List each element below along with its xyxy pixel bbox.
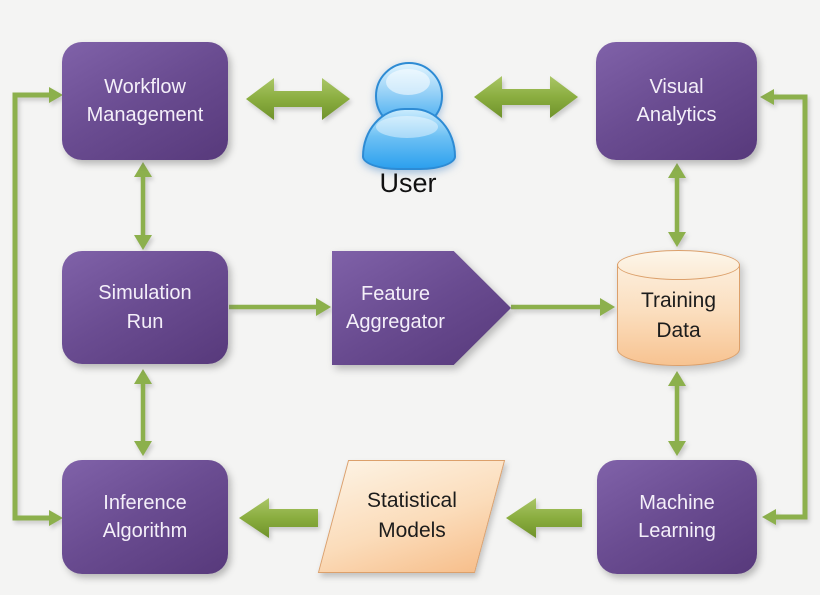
user-icon bbox=[360, 58, 456, 170]
connector-feature-aggregator-training-data bbox=[511, 298, 615, 316]
node-simulation-run: Simulation Run bbox=[62, 251, 228, 364]
node-visual-analytics-label: Visual Analytics bbox=[636, 75, 717, 126]
node-simulation-run-label: Simulation Run bbox=[98, 282, 192, 333]
cylinder-body bbox=[617, 264, 740, 366]
node-training-data: Training Data bbox=[617, 250, 740, 367]
connector-visual-analytics-training-data bbox=[668, 163, 686, 247]
user-icon-body bbox=[362, 108, 456, 170]
node-training-data-label: Training Data bbox=[640, 288, 717, 342]
node-feature-aggregator: Feature Aggregator bbox=[332, 251, 511, 365]
node-machine-learning: Machine Learning bbox=[597, 460, 757, 574]
connector-workflow-user bbox=[246, 78, 350, 120]
node-statistical-models-label: Statistical Models bbox=[366, 489, 457, 543]
pentagon-arrow-shape: Feature Aggregator bbox=[332, 251, 511, 365]
connector-simulation-feature-aggregator bbox=[229, 298, 331, 316]
node-visual-analytics: Visual Analytics bbox=[596, 42, 757, 160]
node-machine-learning-label: Machine Learning bbox=[638, 491, 716, 542]
connector-statistical-models-inference bbox=[239, 498, 318, 538]
node-inference-algorithm-label: Inference Algorithm bbox=[102, 491, 188, 542]
node-workflow-management-label: Workflow Management bbox=[86, 75, 204, 126]
node-inference-algorithm: Inference Algorithm bbox=[62, 460, 228, 574]
node-workflow-management: Workflow Management bbox=[62, 42, 228, 160]
node-feature-aggregator-label: Feature Aggregator bbox=[346, 282, 445, 333]
connector-training-data-ml bbox=[668, 371, 686, 456]
node-statistical-models: Statistical Models bbox=[317, 460, 506, 573]
node-user-label: User bbox=[379, 168, 437, 198]
cylinder-top bbox=[617, 250, 740, 280]
connector-ml-statistical-models bbox=[506, 498, 582, 538]
connector-right-feedback-loop bbox=[760, 89, 808, 525]
connector-simulation-inference bbox=[134, 369, 152, 456]
connector-left-feedback-loop bbox=[12, 87, 63, 526]
connector-user-visual-analytics bbox=[474, 76, 578, 118]
connector-workflow-simulation bbox=[134, 162, 152, 250]
